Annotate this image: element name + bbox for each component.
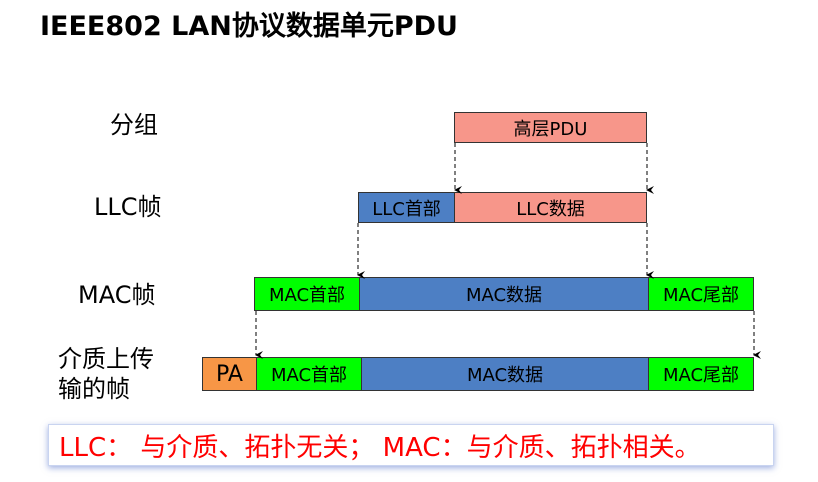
row-label-llc-frame: LLC帧: [94, 193, 162, 221]
upper-pdu-block: 高层PDU: [454, 112, 647, 143]
mac-trailer-block: MAC尾部: [648, 277, 754, 311]
llc-data-block: LLC数据: [454, 192, 647, 223]
row-label-packet: 分组: [110, 111, 158, 139]
row-label-medium-line2: 输的帧: [58, 375, 130, 403]
llc-header-block: LLC首部: [358, 192, 455, 223]
row-label-mac-frame: MAC帧: [78, 281, 156, 309]
summary-note: LLC： 与介质、拓扑无关； MAC：与介质、拓扑相关。: [48, 424, 774, 466]
mac-header-block-2: MAC首部: [256, 357, 362, 391]
row-label-medium-line1: 介质上传: [58, 345, 154, 373]
mac-trailer-block-2: MAC尾部: [648, 357, 754, 391]
mac-data-block: MAC数据: [359, 277, 649, 311]
pa-block: PA: [202, 357, 257, 391]
diagram-title: IEEE802 LAN协议数据单元PDU: [40, 11, 458, 42]
mac-header-block: MAC首部: [254, 277, 360, 311]
mac-data-block-2: MAC数据: [361, 357, 649, 391]
